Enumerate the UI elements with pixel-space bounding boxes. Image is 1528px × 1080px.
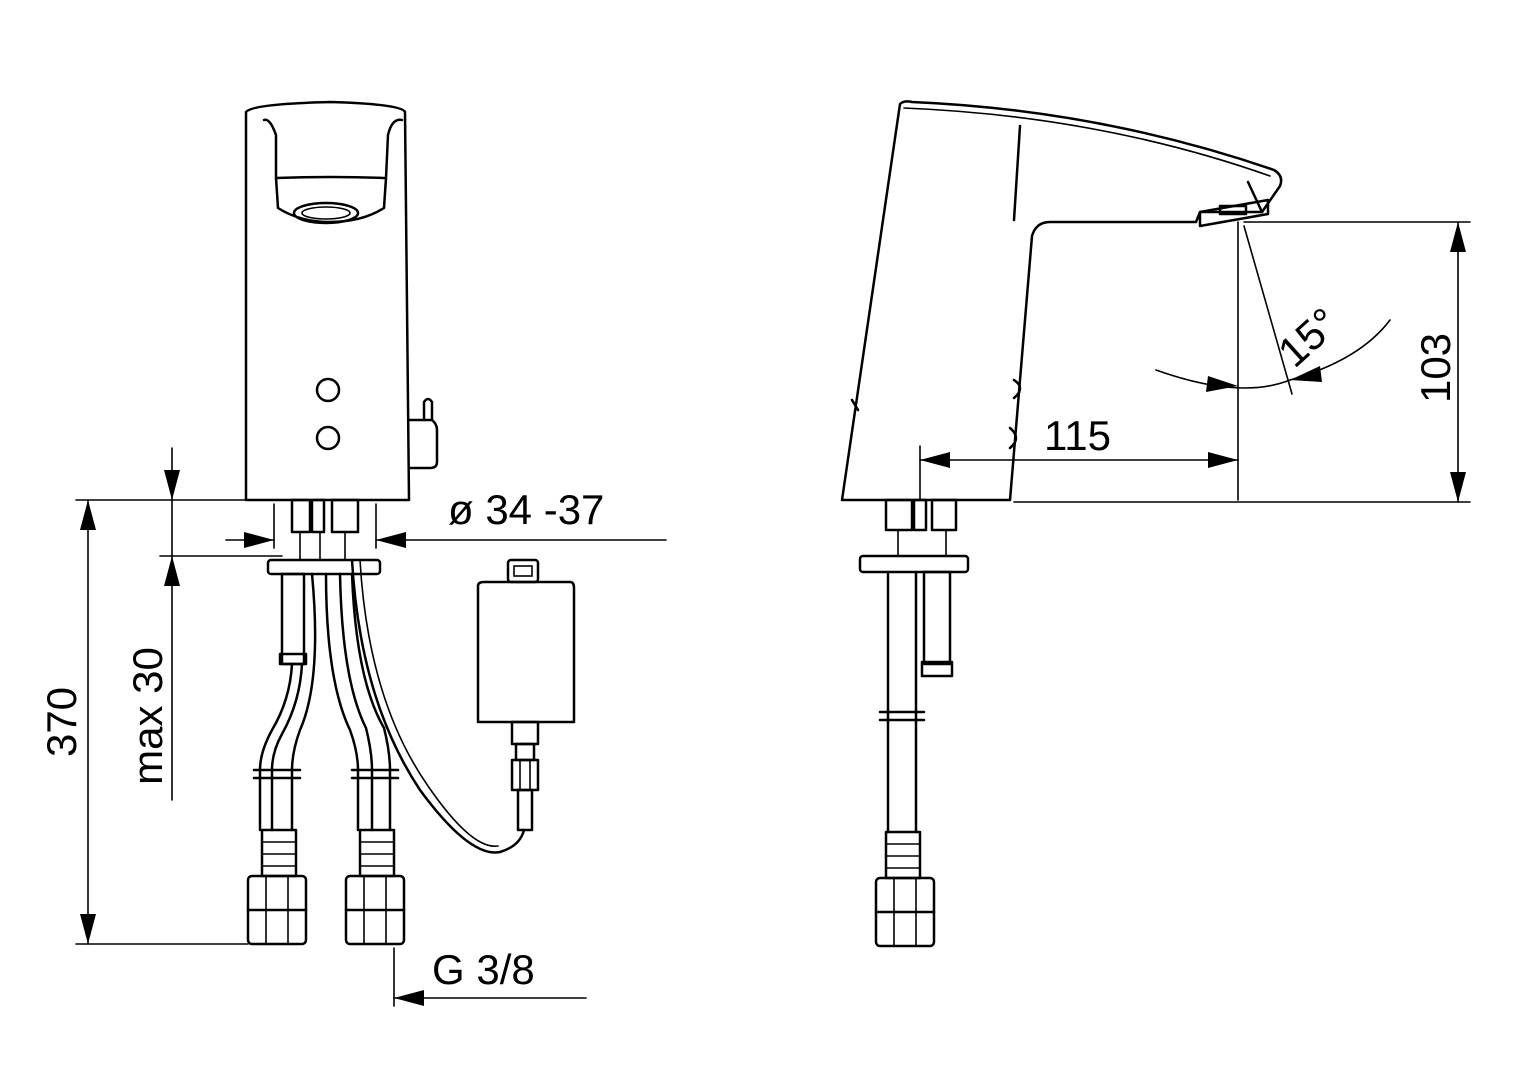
fitting-side <box>874 830 936 948</box>
front-deck-plate <box>266 558 382 576</box>
side-deck-plate <box>858 554 970 574</box>
front-spout-cutout <box>262 118 404 180</box>
sensor-dot-upper <box>315 377 341 403</box>
front-hose-left <box>258 662 304 832</box>
dim-connection-thread: G 3/8 <box>432 946 535 993</box>
dim-max-deck-thickness: max 30 <box>124 647 171 785</box>
dim-spray-angle: 15° <box>1269 299 1348 376</box>
dim-spout-reach: 115 <box>1044 412 1111 459</box>
dim-hole-diameter: ø 34 -37 <box>448 486 604 533</box>
front-side-lever <box>407 418 439 470</box>
side-aerator <box>1198 198 1270 228</box>
front-dimensions: 370 max 30 ø 34 -37 G 3/8 <box>38 447 667 1007</box>
front-tap-body <box>244 100 411 502</box>
front-view <box>244 100 576 946</box>
control-box <box>476 558 576 832</box>
front-hose-right <box>324 572 374 832</box>
side-view <box>840 100 1283 948</box>
side-tap-body <box>840 100 1283 502</box>
side-dimensions: 115 103 15° <box>919 221 1471 503</box>
sensor-cable <box>350 558 526 854</box>
fitting-right <box>344 828 406 946</box>
dim-overall-height: 370 <box>38 687 85 757</box>
sensor-dot-lower <box>315 425 341 451</box>
dim-spout-height: 103 <box>1412 333 1459 403</box>
fitting-left <box>246 828 308 946</box>
front-aerator <box>292 201 360 225</box>
